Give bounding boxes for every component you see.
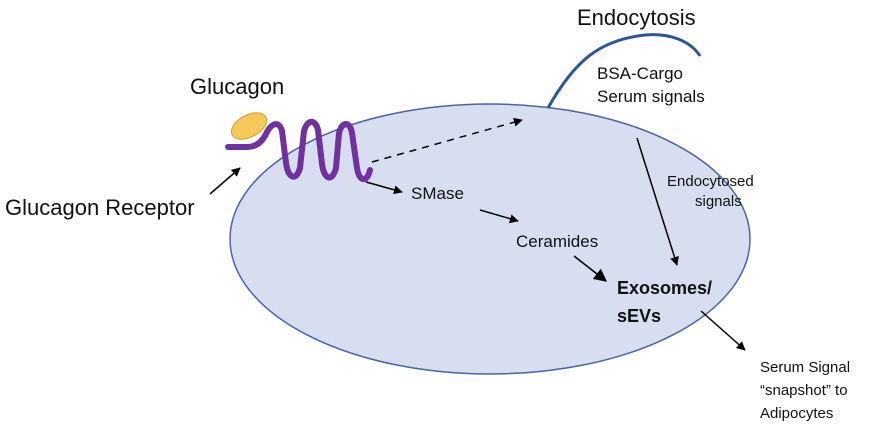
exosomes-label: Exosomes/ sEVs [617,274,712,330]
glucagon-ligand [230,112,268,140]
glucagon-receptor-label: Glucagon Receptor [5,195,195,220]
endocytosed-signals-label: Endocytosed signals [667,172,754,212]
glucagon-label: Glucagon [190,74,285,99]
arrow-endocytosed-to-exosomes [636,137,679,266]
endocytosis-label: Endocytosis [577,5,696,30]
arrow-receptor-to-smase [365,181,403,195]
arrow-exosomes-to-output [700,310,746,351]
bsa-cargo-label: BSA-Cargo Serum signals [597,62,705,108]
signals-line: signals [695,193,742,210]
output-line-1: Serum Signal [760,359,851,376]
output-line-3: Adipocytes [760,405,834,422]
exosomes-line: Exosomes/ [617,278,713,298]
cell-ellipse [229,103,751,375]
endocytosed-line: Endocytosed [667,173,754,190]
bsa-cargo-line: BSA-Cargo [597,64,683,83]
arrow-ceramides-to-exosomes [573,255,608,282]
smase-label: SMase [411,184,464,203]
sevs-line: sEVs [617,306,662,326]
arrow-smase-to-ceramides [479,209,519,224]
output-label: Serum Signal “snapshot” to Adipocytes [760,356,850,425]
arrow-to-receptor [209,167,241,195]
endocytosis-curve [546,33,702,109]
output-line-2: “snapshot” to [760,382,848,399]
glucagon-receptor-coil [225,118,373,183]
serum-signals-line: Serum signals [597,87,705,106]
ceramides-label: Ceramides [516,232,599,251]
